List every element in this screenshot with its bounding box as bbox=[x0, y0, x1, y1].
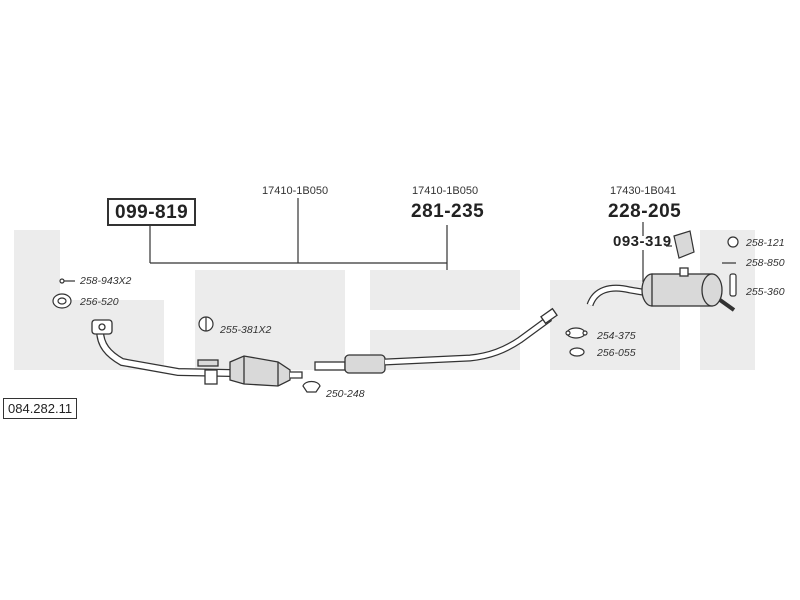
oem-number: 17410-1B050 bbox=[262, 185, 329, 197]
diagram-reference-number: 084.282.11 bbox=[3, 398, 78, 419]
catalytic-converter bbox=[229, 355, 303, 387]
clamp-icon bbox=[198, 316, 214, 332]
accessory-part: 256-055 bbox=[597, 347, 636, 359]
rubber-mount-icon bbox=[673, 230, 695, 259]
part-number: 228-205 bbox=[608, 201, 682, 222]
accessory-part: 250-248 bbox=[326, 388, 365, 400]
gasket-icon bbox=[569, 347, 585, 357]
part-number-boxed: 099-819 bbox=[107, 198, 197, 226]
accessory-part: 258-850 bbox=[746, 257, 785, 269]
hanger-icon bbox=[729, 273, 737, 297]
gasket-ring-icon bbox=[52, 293, 72, 309]
ring-icon bbox=[727, 236, 739, 248]
accessory-part: 256-520 bbox=[80, 296, 119, 308]
hardware-icons bbox=[52, 230, 739, 393]
clamp-icon-small bbox=[302, 380, 321, 393]
part-number: 093-319 bbox=[613, 233, 672, 250]
flange-clamp-icon bbox=[565, 327, 588, 339]
watermark-logo bbox=[14, 230, 755, 370]
oem-number: 17410-1B050 bbox=[412, 185, 479, 197]
oem-number: 17430-1B041 bbox=[610, 185, 677, 197]
accessory-part: 255-360 bbox=[746, 286, 785, 298]
center-pipe bbox=[314, 307, 558, 374]
accessory-part: 254-375 bbox=[597, 330, 636, 342]
accessory-part: 258-943X2 bbox=[80, 275, 132, 287]
leader-lines bbox=[149, 198, 672, 282]
accessory-part: 258-121 bbox=[746, 237, 785, 249]
front-pipe bbox=[91, 319, 231, 385]
accessory-part: 255-381X2 bbox=[220, 324, 272, 336]
bolt-icon bbox=[59, 278, 75, 284]
part-number: 281-235 bbox=[411, 201, 485, 222]
rear-silencer bbox=[586, 267, 736, 312]
